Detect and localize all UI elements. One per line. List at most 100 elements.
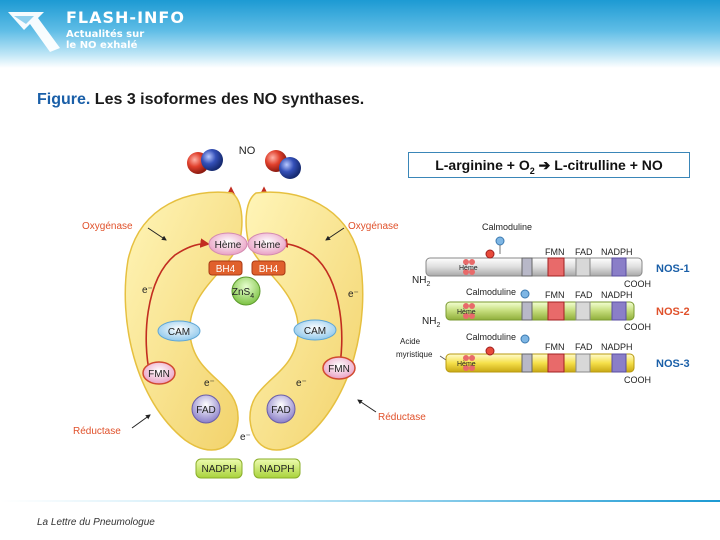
nos3-heme-icon	[463, 355, 475, 371]
nos1-nh2-main: NH	[412, 275, 426, 286]
nos1-cam-segment	[521, 257, 533, 277]
electron-path-left	[145, 238, 210, 376]
nos3-isoform: Calmoduline FMN FAD NADPH Acide myristiq…	[396, 332, 690, 385]
nos2-fmn-segment	[547, 301, 565, 321]
flash-arrow-icon	[8, 12, 60, 52]
nos2-nadph-label: NADPH	[601, 290, 633, 300]
electron-label-2: e⁻	[348, 289, 359, 300]
fmn-right	[322, 356, 356, 380]
nadph-left	[195, 458, 243, 479]
nadph-right	[253, 458, 301, 479]
nos2-heme-icon	[463, 303, 475, 319]
nos1-calmoduline-icon	[495, 236, 505, 246]
nos2-heme-label: Hème	[457, 309, 476, 316]
nos3-label: NOS-3	[656, 358, 690, 370]
fad-left-label: FAD	[196, 405, 215, 416]
nos2-cam-segment	[521, 301, 533, 321]
logo-subtitle-line1: Actualités sur	[66, 29, 145, 40]
nos1-nh2-label: NH2	[412, 275, 430, 288]
nos3-fmn-segment	[547, 353, 565, 373]
bh4-left-label: BH4	[216, 264, 236, 275]
nos2-cooh-label: COOH	[624, 322, 651, 332]
fmn-right-label: FMN	[328, 364, 350, 375]
zns4-label: ZnS4	[232, 287, 254, 300]
reductase-label-right: Réductase	[378, 412, 426, 423]
heme-right	[247, 232, 287, 256]
nos3-phospho-icon	[485, 346, 495, 356]
electron-label-5: e⁻	[240, 432, 251, 443]
zns4-label-sub: 4	[250, 293, 254, 300]
nos1-nadph-segment	[611, 257, 627, 277]
nos1-calmoduline-label: Calmoduline	[482, 222, 532, 232]
heme-left-label: Hème	[215, 240, 242, 251]
nadph-right-label: NADPH	[259, 464, 294, 475]
reaction-equation: L-arginine + O2 ➔ L-citrulline + NO	[408, 152, 690, 178]
fad-right	[266, 394, 296, 424]
nos2-nh2-sub: 2	[436, 322, 440, 329]
equation-arrow: ➔	[538, 157, 551, 173]
nos3-cam-segment	[521, 353, 533, 373]
nos1-nadph-label: NADPH	[601, 247, 633, 257]
nos1-cooh-label: COOH	[624, 279, 651, 289]
nos3-fad-segment	[575, 353, 591, 373]
fad-right-label: FAD	[271, 405, 290, 416]
fmn-left-label: FMN	[148, 369, 170, 380]
no-molecule-right-icon	[265, 150, 301, 179]
reductase-pointer-left	[131, 414, 151, 429]
nos2-calmoduline-icon	[520, 289, 530, 299]
footer-divider	[0, 500, 720, 502]
nadph-left-label: NADPH	[201, 464, 236, 475]
reductase-label-left: Réductase	[73, 426, 121, 437]
figure-label: Figure.	[37, 91, 91, 108]
equation-sub: 2	[529, 165, 535, 176]
nos3-calmoduline-icon	[520, 334, 530, 344]
nos3-calmoduline-label: Calmoduline	[466, 332, 516, 342]
nos3-acide-pointer	[439, 355, 447, 361]
enzyme-dimer-body	[124, 191, 364, 451]
reductase-pointer-right	[357, 399, 377, 413]
logo-title: FLASH-INFO	[66, 8, 185, 27]
oxygenase-label-right: Oxygénase	[348, 221, 399, 232]
footer-credit: La Lettre du Pneumologue	[37, 517, 155, 528]
nos3-nadph-segment	[611, 353, 627, 373]
heme-right-label: Hème	[254, 240, 281, 251]
figure-title: Figure. Les 3 isoformes des NO synthases…	[37, 91, 364, 109]
nos3-cooh-label: COOH	[624, 375, 651, 385]
logo-subtitle-line2: le NO exhalé	[66, 40, 138, 51]
nos2-calmoduline-label: Calmoduline	[466, 287, 516, 297]
nos2-fad-segment	[575, 301, 591, 321]
cam-left	[157, 320, 201, 342]
nos1-fmn-segment	[547, 257, 565, 277]
equation-right: L-citrulline + NO	[554, 157, 663, 173]
nos3-nadph-label: NADPH	[601, 342, 633, 352]
nos3-fad-label: FAD	[575, 342, 593, 352]
bh4-right	[251, 260, 286, 276]
cam-left-label: CAM	[168, 327, 190, 338]
equation-left: L-arginine + O	[435, 157, 530, 173]
bh4-left	[208, 260, 243, 276]
nos1-fmn-label: FMN	[545, 247, 565, 257]
nos3-acide-label-2: myristique	[396, 350, 433, 359]
zns4-label-main: ZnS	[232, 287, 251, 298]
nos1-nh2-sub: 2	[426, 281, 430, 288]
figure-title-text: Les 3 isoformes des NO synthases.	[94, 91, 365, 108]
nos1-phospho-icon	[485, 249, 495, 259]
heme-left	[208, 232, 248, 256]
nos3-acide-label-1: Acide	[400, 337, 421, 346]
nos2-nh2-main: NH	[422, 316, 436, 327]
nos1-fad-label: FAD	[575, 247, 593, 257]
nos1-label: NOS-1	[656, 263, 690, 275]
nos1-heme-icon	[463, 259, 475, 275]
fad-left	[191, 394, 221, 424]
electron-path-right	[278, 238, 343, 376]
no-molecule-left-icon	[187, 149, 223, 174]
oxygenase-pointer-left	[147, 227, 167, 241]
nos1-fad-segment	[575, 257, 591, 277]
zns4-cluster	[231, 276, 261, 306]
nos2-fad-label: FAD	[575, 290, 593, 300]
oxygenase-pointer-right	[325, 227, 345, 241]
cam-right-label: CAM	[304, 326, 326, 337]
oxygenase-label-left: Oxygénase	[82, 221, 133, 232]
electron-label-1: e⁻	[142, 285, 153, 296]
bh4-right-label: BH4	[259, 264, 279, 275]
